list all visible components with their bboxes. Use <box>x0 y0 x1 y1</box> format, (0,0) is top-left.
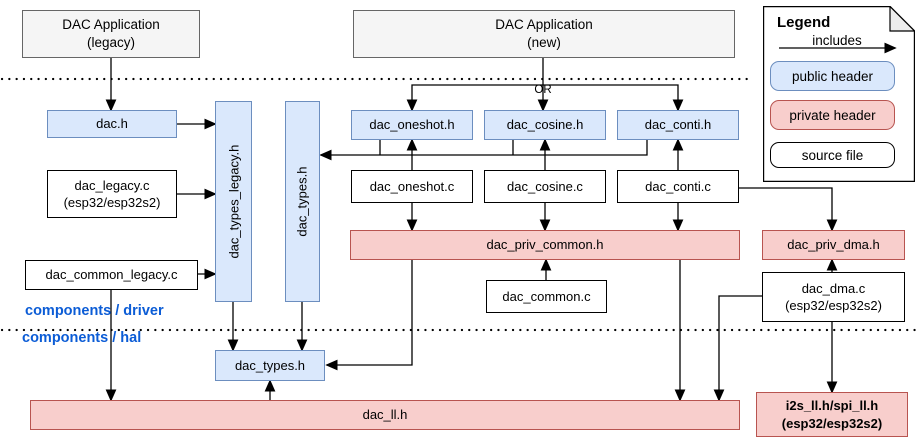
node-label: dac_ll.h <box>363 406 408 423</box>
or-branch-label: OR <box>534 84 552 96</box>
node-dac-legacy-c: dac_legacy.c (esp32/esp32s2) <box>47 170 177 218</box>
node-label: dac_oneshot.h <box>369 116 454 133</box>
node-label: dac_cosine.h <box>507 116 584 133</box>
node-dac-types-legacy-h: dac_types_legacy.h <box>215 101 252 302</box>
node-dac-priv-dma-h: dac_priv_dma.h <box>762 230 905 260</box>
node-dac-oneshot-c: dac_oneshot.c <box>351 170 473 203</box>
node-label: dac_common_legacy.c <box>46 266 178 283</box>
node-label-line: dac_oneshot.h <box>369 117 455 133</box>
legend-includes-label: includes <box>812 33 862 48</box>
edge-dac-priv-common-h-to-dac-types-h-hal <box>325 260 413 371</box>
node-dac-ll-h: dac_ll.h <box>30 400 740 430</box>
node-dac-priv-common-h: dac_priv_common.h <box>350 230 740 260</box>
legend-item-public-header: public header <box>770 61 895 91</box>
node-dac-oneshot-h: dac_oneshot.h <box>351 110 473 140</box>
node-label: dac_dma.c (esp32/esp32s2) <box>785 280 882 314</box>
node-i2s-ll-spi-ll-h: i2s_ll.h/spi_ll.h(esp32/esp32s2) <box>756 392 908 437</box>
node-dac-conti-h: dac_conti.h <box>617 110 739 140</box>
node-label: dac_types_legacy.h <box>225 145 242 259</box>
node-label-line: dac_cosine.c <box>507 178 583 194</box>
node-dac-conti-c: dac_conti.c <box>617 170 739 203</box>
node-label: dac_conti.h <box>645 116 712 133</box>
node-label-line: dac_types.h <box>234 357 306 373</box>
node-label: dac_legacy.c (esp32/esp32s2) <box>64 177 161 211</box>
node-label: dac_types.h <box>235 357 305 374</box>
node-dac-types-h-driver: dac_types.h <box>285 101 320 302</box>
section-label-components-hal: components / hal <box>22 330 142 346</box>
node-label-line: (esp32/esp32s2) <box>63 195 161 210</box>
node-label-line: dac_common.c <box>502 288 591 304</box>
node-label-line: i2s_ll.h/spi_ll.h <box>785 398 879 414</box>
section-label-components-driver: components / driver <box>25 303 164 319</box>
legend-item-source-file: source file <box>770 142 895 168</box>
node-label: dac_oneshot.c <box>370 178 455 195</box>
node-label-line: dac_dma.c <box>801 280 866 296</box>
node-app-legacy: DAC Application (legacy) <box>22 10 200 58</box>
node-label-line: dac_common_legacy.c <box>45 267 178 283</box>
edge-headers-to-dac-types-h-driver <box>319 140 648 161</box>
node-dac-dma-c: dac_dma.c (esp32/esp32s2) <box>762 272 905 322</box>
node-label-line: dac_priv_common.h <box>486 237 604 253</box>
node-app-new: DAC Application (new) <box>353 10 735 58</box>
edge-dac-dma-c-to-dac-ll-h <box>713 295 762 402</box>
node-label: dac_cosine.c <box>507 178 583 195</box>
node-label-line: (esp32/esp32s2) <box>785 298 882 313</box>
node-label-line: dac.h <box>96 116 128 132</box>
node-dac-cosine-c: dac_cosine.c <box>484 170 606 203</box>
legend: Legend includes public header private he… <box>763 6 915 182</box>
node-label-line: dac_conti.c <box>645 178 711 194</box>
node-label-line: DAC Application <box>495 17 593 33</box>
node-label-line: (legacy) <box>86 35 135 50</box>
node-label-line: (new) <box>527 35 561 50</box>
node-label-line: dac_priv_dma.h <box>787 237 880 253</box>
node-label: DAC Application (legacy) <box>62 16 160 52</box>
node-label-line: DAC Application <box>62 17 160 33</box>
edge-app-new-to-dac-oneshot-h <box>406 84 543 112</box>
node-label-line: dac_cosine.h <box>506 117 584 133</box>
node-dac-types-h-hal: dac_types.h <box>215 350 325 381</box>
node-label-line: dac_types.h <box>294 166 310 237</box>
node-dac-cosine-h: dac_cosine.h <box>484 110 606 140</box>
node-label-line: dac_legacy.c <box>74 177 150 193</box>
legend-page-shape <box>763 6 915 182</box>
edge-app-new-to-dac-conti-h <box>543 84 684 112</box>
node-label: dac_priv_dma.h <box>787 236 880 253</box>
node-label: dac_conti.c <box>645 178 711 195</box>
node-label-line: dac_ll.h <box>362 407 408 423</box>
node-dac-common-legacy-c: dac_common_legacy.c <box>25 260 198 290</box>
legend-title: Legend <box>777 14 831 31</box>
node-label: dac.h <box>96 115 128 132</box>
node-label-line: dac_oneshot.c <box>369 178 455 194</box>
node-label-line: dac_types_legacy.h <box>225 144 241 259</box>
node-label: i2s_ll.h/spi_ll.h(esp32/esp32s2) <box>782 397 882 431</box>
node-label-line: (esp32/esp32s2) <box>781 415 883 431</box>
node-label-line: dac_conti.h <box>644 117 712 133</box>
node-label: dac_priv_common.h <box>486 236 603 253</box>
node-dac-common-c: dac_common.c <box>486 280 607 313</box>
node-dac-h: dac.h <box>47 110 177 138</box>
node-label: dac_types.h <box>294 166 311 236</box>
edge-dac-conti-c-to-dac-priv-dma-h <box>739 187 838 232</box>
node-label: DAC Application (new) <box>495 16 593 52</box>
legend-item-private-header: private header <box>770 100 895 130</box>
node-label: dac_common.c <box>502 288 590 305</box>
